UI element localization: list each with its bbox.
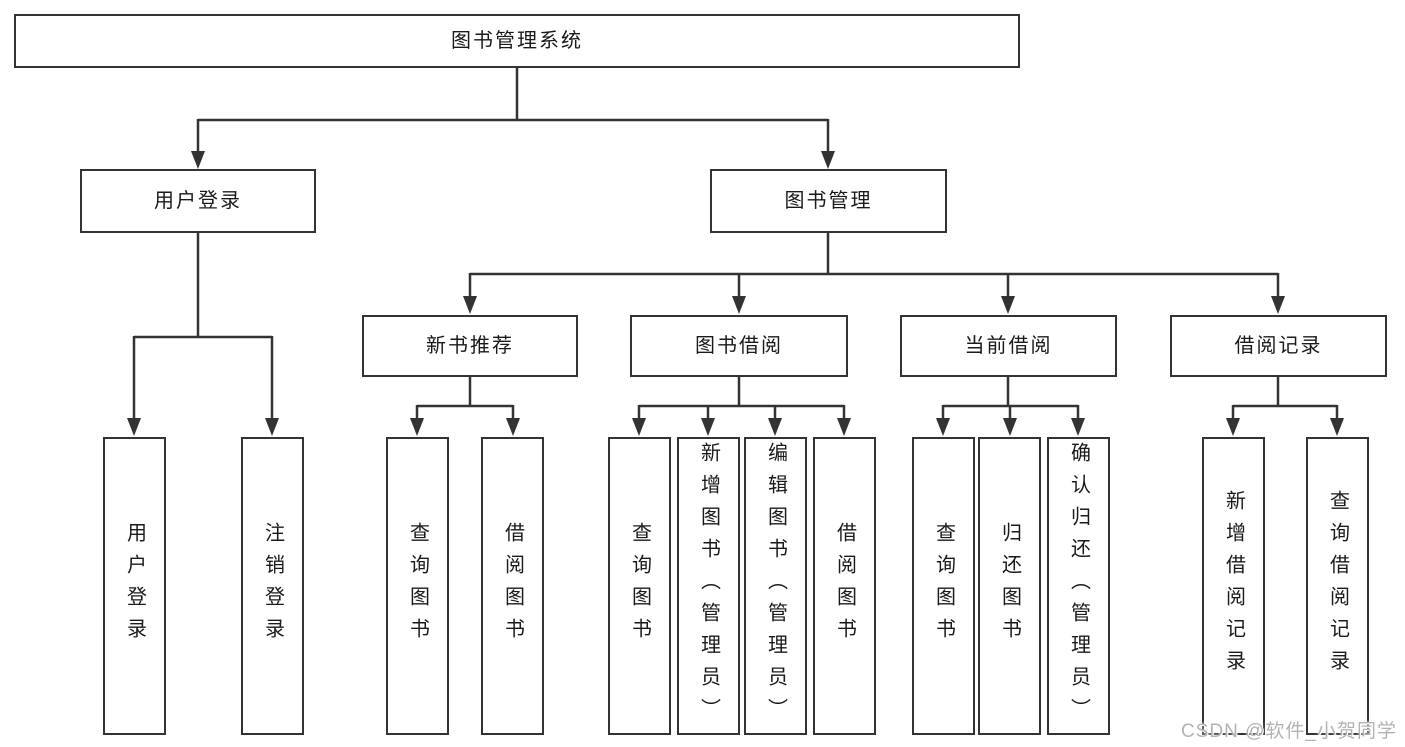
arrowhead bbox=[127, 418, 141, 436]
node-root: 图书管理系统 bbox=[14, 14, 1020, 68]
node-leaf-user-login: 用户登录 bbox=[103, 437, 166, 735]
arrowhead bbox=[732, 296, 746, 314]
node-leaf-recommend-borrow-books: 借阅图书 bbox=[481, 437, 544, 735]
node-leaf-borrow-edit-books-admin: 编辑图书（管理员） bbox=[744, 437, 807, 735]
arrowhead bbox=[410, 418, 424, 436]
node-book-borrow: 图书借阅 bbox=[630, 315, 848, 377]
node-leaf-current-confirm-return-admin: 确认归还（管理员） bbox=[1047, 437, 1110, 735]
arrowhead bbox=[701, 418, 715, 436]
arrowhead bbox=[1330, 418, 1344, 436]
node-leaf-recommend-query-books: 查询图书 bbox=[386, 437, 449, 735]
node-user-login: 用户登录 bbox=[80, 169, 316, 233]
arrowhead bbox=[1226, 418, 1240, 436]
arrowhead bbox=[265, 418, 279, 436]
node-leaf-borrow-add-books-admin: 新增图书（管理员） bbox=[677, 437, 740, 735]
arrowheads bbox=[127, 151, 1344, 436]
arrowhead bbox=[632, 418, 646, 436]
arrowhead bbox=[506, 418, 520, 436]
arrowhead bbox=[463, 296, 477, 314]
node-leaf-borrow-borrow-books: 借阅图书 bbox=[813, 437, 876, 735]
arrowhead bbox=[1071, 418, 1085, 436]
arrowhead bbox=[768, 418, 782, 436]
arrowhead bbox=[1003, 418, 1017, 436]
arrowhead bbox=[837, 418, 851, 436]
node-borrow-records: 借阅记录 bbox=[1170, 315, 1387, 377]
node-leaf-current-return-books: 归还图书 bbox=[978, 437, 1041, 735]
arrowhead bbox=[936, 418, 950, 436]
node-book-management: 图书管理 bbox=[710, 169, 947, 233]
node-leaf-records-query-record: 查询借阅记录 bbox=[1306, 437, 1369, 735]
csdn-watermark: CSDN @软件_小贺同学 bbox=[1181, 721, 1397, 742]
node-new-book-recommend: 新书推荐 bbox=[362, 315, 578, 377]
arrowhead bbox=[821, 151, 835, 169]
node-leaf-borrow-query-books: 查询图书 bbox=[608, 437, 671, 735]
node-leaf-current-query-books: 查询图书 bbox=[912, 437, 975, 735]
arrowhead bbox=[1271, 296, 1285, 314]
arrowhead bbox=[1001, 296, 1015, 314]
connector-path bbox=[132, 68, 1339, 421]
node-current-borrow: 当前借阅 bbox=[900, 315, 1117, 377]
node-leaf-logout: 注销登录 bbox=[241, 437, 304, 735]
arrowhead bbox=[191, 151, 205, 169]
node-leaf-records-add-record: 新增借阅记录 bbox=[1202, 437, 1265, 735]
